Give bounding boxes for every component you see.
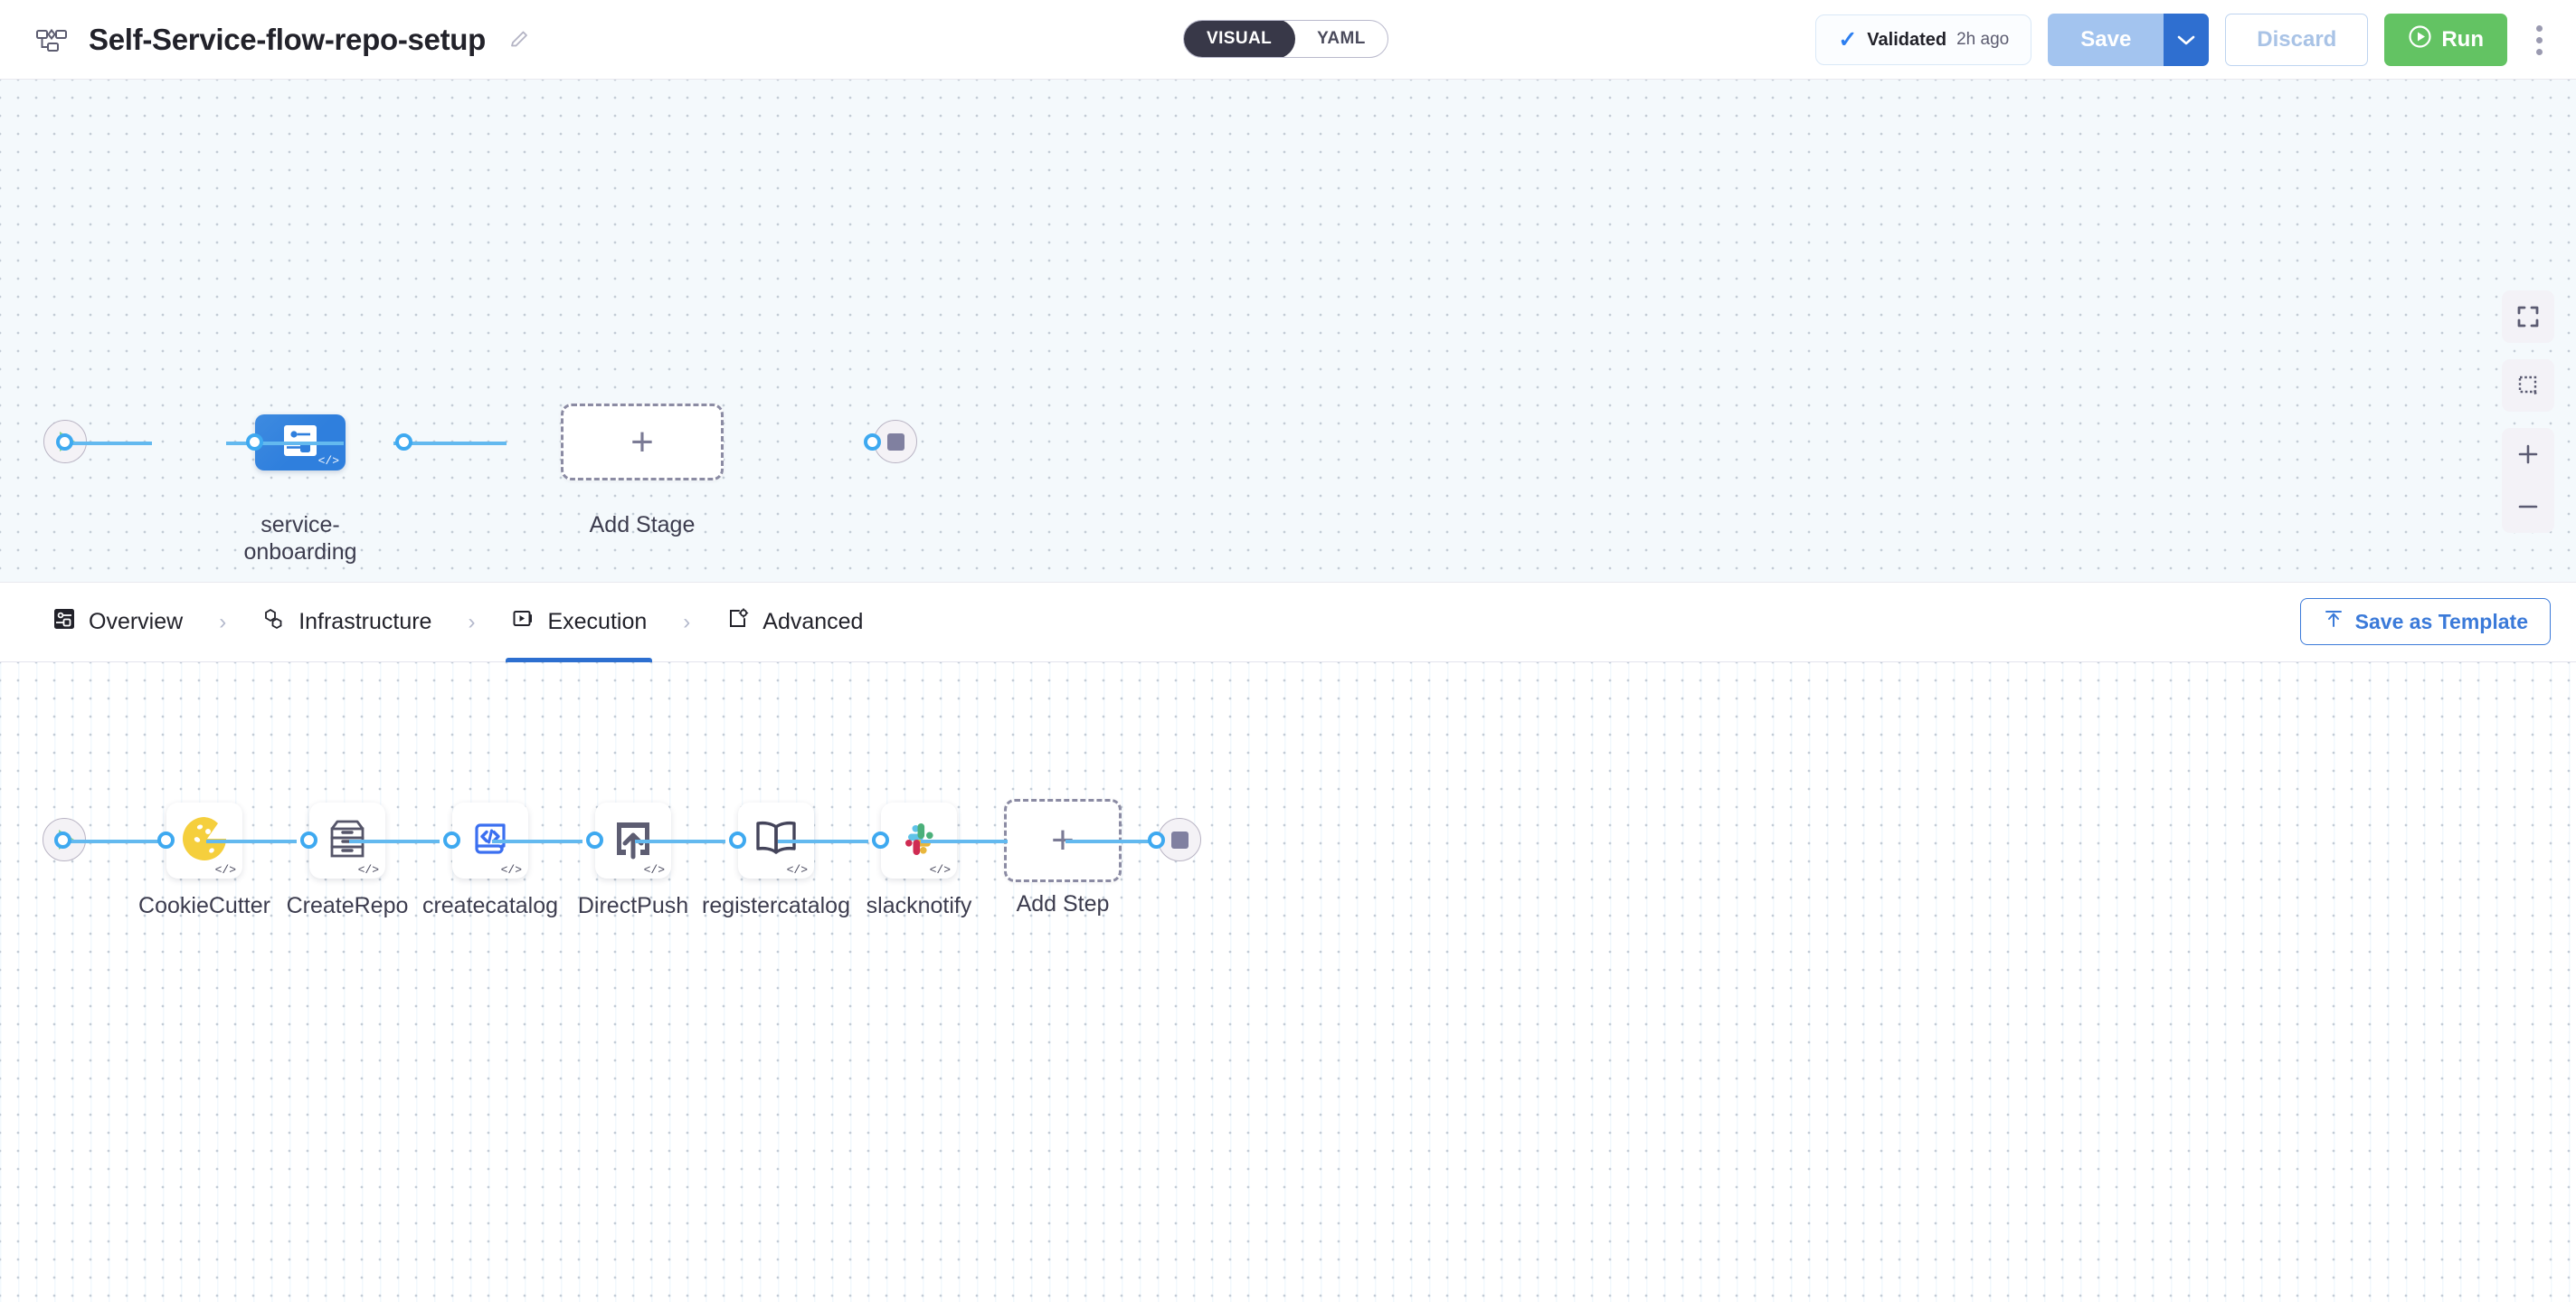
fit-screen-icon[interactable] xyxy=(2502,290,2554,343)
stage-out-port[interactable] xyxy=(395,433,412,451)
execution-step-canvas[interactable]: </> CookieCutter </> CreateRepo xyxy=(0,662,2576,1302)
tab-execution[interactable]: Execution xyxy=(506,583,653,662)
step-end-port[interactable] xyxy=(1148,832,1165,849)
cookie-icon xyxy=(180,814,229,868)
tab-infrastructure[interactable]: Infrastructure xyxy=(257,583,437,662)
stage-edge-start xyxy=(62,442,152,445)
code-badge: </> xyxy=(357,863,379,877)
code-badge: </> xyxy=(929,863,951,877)
run-button[interactable]: Run xyxy=(2384,14,2507,66)
step-edge-6 xyxy=(921,840,1008,843)
tab-overview-label: Overview xyxy=(89,609,184,634)
step-edge-0 xyxy=(60,840,159,843)
run-label: Run xyxy=(2441,27,2484,52)
step-port-in-4[interactable] xyxy=(729,832,746,849)
deployment-stage-icon xyxy=(280,423,320,463)
stage-canvas-controls xyxy=(2502,290,2554,533)
step-start-port[interactable] xyxy=(54,832,71,849)
stage-canvas[interactable]: </> service- onboarding + Add Stage xyxy=(0,80,2576,583)
step-edge-1 xyxy=(206,840,297,843)
save-as-template-label: Save as Template xyxy=(2354,609,2528,633)
zoom-in-icon[interactable] xyxy=(2502,428,2554,480)
view-mode-toggle[interactable]: VISUAL YAML xyxy=(1183,20,1388,58)
save-button[interactable]: Save xyxy=(2048,14,2164,66)
infrastructure-icon xyxy=(262,607,286,637)
step-label-directpush: DirectPush xyxy=(577,893,689,918)
advanced-gear-icon xyxy=(726,607,750,637)
step-edge-4 xyxy=(635,840,725,843)
code-document-icon xyxy=(468,816,513,866)
validated-label: Validated xyxy=(1867,29,1947,50)
stop-icon xyxy=(886,432,904,451)
tab-separator: › xyxy=(468,609,476,634)
code-badge: </> xyxy=(786,863,808,877)
zoom-out-icon[interactable] xyxy=(2502,480,2554,533)
push-upload-icon xyxy=(611,816,656,866)
app-header: Self-Service-flow-repo-setup VISUAL YAML… xyxy=(0,0,2576,80)
status-badge: ✓ Validated 2h ago xyxy=(1815,14,2032,65)
discard-button[interactable]: Discard xyxy=(2225,14,2369,66)
play-circle-icon xyxy=(2408,24,2432,55)
code-badge: </> xyxy=(317,454,339,468)
overview-icon xyxy=(52,607,76,637)
tab-separator: › xyxy=(219,609,227,634)
step-label-createrepo: CreateRepo xyxy=(286,893,409,918)
stage-edge-mid xyxy=(226,442,344,445)
add-step-label: Add Step xyxy=(1016,891,1110,917)
step-label-cookiecutter: CookieCutter xyxy=(138,893,270,918)
stage-node-label: service- onboarding xyxy=(243,512,357,565)
step-port-in-1[interactable] xyxy=(300,832,317,849)
add-stage-label: Add Stage xyxy=(589,512,696,537)
stage-config-tabbar: Overview › Infrastructure › Execution › xyxy=(0,583,2576,662)
stage-end-node[interactable] xyxy=(874,420,917,463)
code-badge: </> xyxy=(500,863,522,877)
stage-start-port[interactable] xyxy=(56,433,73,451)
toggle-visual[interactable]: VISUAL xyxy=(1183,21,1296,57)
code-badge: </> xyxy=(214,863,236,877)
step-edge-7 xyxy=(1065,840,1152,843)
step-edge-5 xyxy=(778,840,868,843)
tab-advanced[interactable]: Advanced xyxy=(721,583,868,662)
step-label-registercatalog: registercatalog xyxy=(702,893,850,918)
step-end-node[interactable] xyxy=(1158,818,1201,861)
step-edge-3 xyxy=(492,840,582,843)
tab-infrastructure-label: Infrastructure xyxy=(298,609,432,634)
zoom-controls xyxy=(2502,428,2554,533)
header-left-group: Self-Service-flow-repo-setup xyxy=(33,21,535,59)
step-port-in-5[interactable] xyxy=(872,832,889,849)
add-stage-button[interactable]: + xyxy=(561,404,724,480)
toggle-yaml[interactable]: YAML xyxy=(1317,29,1366,48)
step-port-in-2[interactable] xyxy=(443,832,460,849)
plus-icon: + xyxy=(630,419,654,464)
selection-box-icon[interactable] xyxy=(2502,359,2554,412)
stop-icon xyxy=(1170,831,1189,849)
kebab-menu-icon[interactable] xyxy=(2524,14,2554,66)
chevron-down-icon[interactable] xyxy=(2164,14,2210,66)
validated-time: 2h ago xyxy=(1956,30,2010,49)
pencil-icon[interactable] xyxy=(504,24,535,55)
tab-execution-label: Execution xyxy=(547,609,648,634)
save-button-group[interactable]: Save xyxy=(2048,14,2210,66)
open-book-icon xyxy=(753,818,800,864)
page-title: Self-Service-flow-repo-setup xyxy=(89,22,487,56)
code-badge: </> xyxy=(643,863,665,877)
step-label-slacknotify: slacknotify xyxy=(866,893,972,918)
header-actions: ✓ Validated 2h ago Save Discard Run xyxy=(1815,0,2554,80)
tab-separator: › xyxy=(683,609,691,634)
stage-end-port[interactable] xyxy=(864,433,881,451)
step-port-in-3[interactable] xyxy=(586,832,603,849)
step-label-createcatalog: createcatalog xyxy=(421,893,559,918)
save-as-template-button[interactable]: Save as Template xyxy=(2299,598,2551,645)
step-edge-2 xyxy=(349,840,440,843)
execution-icon xyxy=(511,607,535,637)
step-port-in-0[interactable] xyxy=(157,832,175,849)
stage-in-port[interactable] xyxy=(246,433,263,451)
stage-edge-end xyxy=(393,442,507,445)
tab-overview[interactable]: Overview xyxy=(47,583,188,662)
upload-template-icon xyxy=(2323,608,2344,635)
pipeline-flow-icon xyxy=(33,21,71,59)
tab-advanced-label: Advanced xyxy=(762,609,864,634)
check-icon: ✓ xyxy=(1838,26,1858,52)
